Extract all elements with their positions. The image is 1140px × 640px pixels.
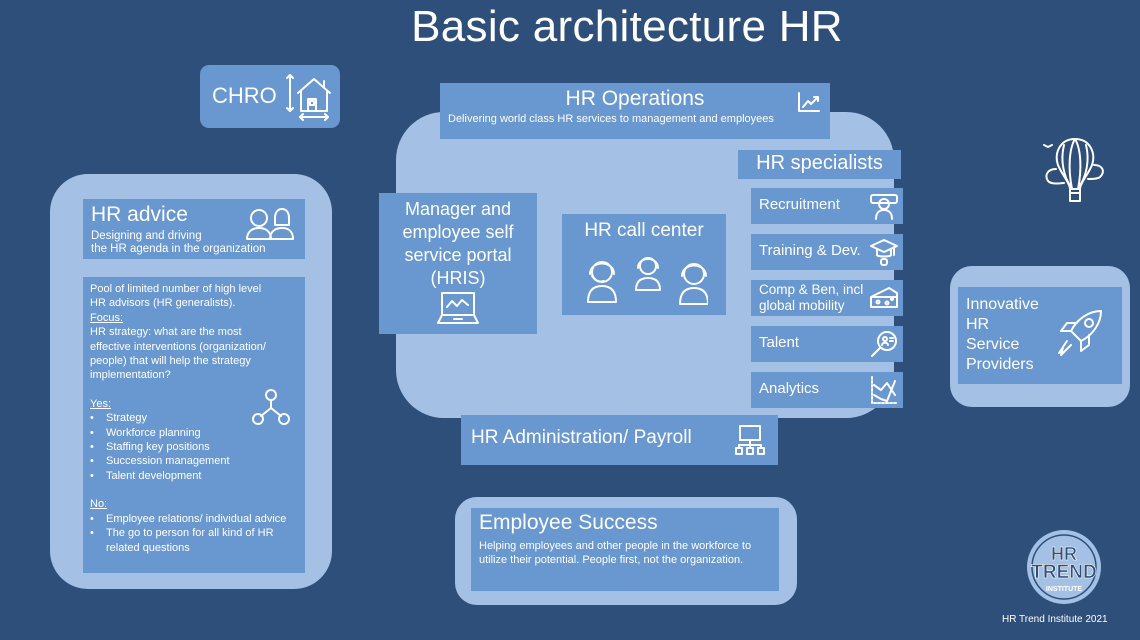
text-line: Pool of limited number of high level [90,283,262,295]
hr-operations-title: HR Operations [565,87,705,110]
magnifier-profile-icon [869,329,899,359]
list-item: The go to person for all kind of HR rela… [90,526,298,555]
text-line: (HRIS) [430,268,486,288]
hot-air-balloon-icon [1040,135,1110,205]
specialist-training: Training & Dev. [751,234,903,270]
chro-label: CHRO [212,83,277,108]
list-item: Talent development [90,469,298,484]
list-item: Strategy [90,411,298,426]
yes-label: Yes: [90,397,112,410]
svg-text:INSTITUTE: INSTITUTE [1046,586,1082,593]
text-line: implementation? [90,369,171,382]
specialist-comp-ben: Comp & Ben, incl global mobility [751,280,903,316]
employee-success-title: Employee Success [479,511,658,534]
subtitle-line: the HR agenda in the organization [91,243,266,255]
list-item: Employee relations/ individual advice [90,512,298,527]
laptop-icon [436,291,480,325]
cheese-icon [869,283,899,313]
specialist-talent: Talent [751,326,903,362]
call-center-title: HR call center [584,220,704,241]
no-label: No: [90,498,108,511]
page-title: Basic architecture HR [411,2,843,51]
candidates-icon [869,191,899,221]
portal-label: Manager and employee self service portal… [379,198,537,290]
network-nodes-icon [251,388,291,428]
specialist-label: Training & Dev. [759,242,861,259]
text-line: employee self [402,222,514,242]
hr-advice-subtitle: Designing and driving the HR agenda in t… [91,230,266,256]
self-service-portal-box: Manager and employee self service portal… [379,193,537,334]
hr-specialists-title: HR specialists [756,152,883,174]
graduation-cap-icon [869,237,899,267]
text-line: effective interventions (organization/ [90,340,266,353]
hierarchy-network-icon [735,424,765,456]
line-chart-icon [869,375,899,405]
specialist-recruitment: Recruitment [751,188,903,224]
hr-advice-header: HR advice Designing and driving the HR a… [83,199,305,259]
text-line: Innovative [966,296,1039,313]
employee-success-box: Employee Success Helping employees and o… [471,508,779,591]
hr-administration-box: HR Administration/ Payroll [461,415,778,465]
hr-advice-title: HR advice [91,203,188,226]
specialist-label: Comp & Ben, incl global mobility [759,282,863,314]
text-line: Comp & Ben, incl [759,282,864,297]
specialist-label: Talent [759,334,800,351]
hr-operations-header: HR Operations Delivering world class HR … [440,83,830,139]
hr-advice-body: Pool of limited number of high level HR … [83,277,305,573]
text-line: service portal [404,245,512,265]
text-line: Service [966,336,1020,353]
text-line: global mobility [759,298,845,313]
list-item: Succession management [90,454,298,469]
employee-success-subtitle: Helping employees and other people in th… [479,540,752,566]
text-line: HR strategy: what are the most [90,326,242,339]
headset-agents-icon [582,252,708,306]
text-line: people) that will help the strategy [90,355,251,368]
focus-label: Focus: [90,311,124,324]
chro-box: CHRO [200,65,340,128]
house-dimensions-icon [286,71,334,121]
innovative-providers-box: Innovative HR Service Providers [958,287,1122,384]
hr-trend-institute-logo: HR TREND INSTITUTE [1024,527,1104,612]
list-item: Workforce planning [90,426,298,441]
no-list: Employee relations/ individual advice Th… [90,512,298,555]
text-line: HR advisors (HR generalists). [90,297,236,310]
list-item: Staffing key positions [90,440,298,455]
text-line: Manager and [404,199,512,219]
footer-credit: HR Trend Institute 2021 [1002,614,1108,625]
rocket-icon [1053,307,1105,359]
hr-specialists-header: HR specialists [738,150,901,179]
trend-chart-icon [797,91,821,113]
people-icon [245,207,295,241]
specialist-label: Recruitment [759,196,840,213]
svg-text:TREND: TREND [1031,562,1096,583]
yes-list: Strategy Workforce planning Staffing key… [90,411,298,483]
hr-call-center-box: HR call center [562,214,726,315]
specialist-label: Analytics [759,380,820,397]
text-line: HR [966,316,990,333]
text-line: Providers [966,356,1034,373]
subtitle-line: Designing and driving [91,230,202,242]
hr-operations-subtitle: Delivering world class HR services to ma… [448,113,774,125]
specialist-analytics: Analytics [751,372,903,408]
svg-text:HR: HR [1051,544,1077,564]
innovative-label: Innovative HR Service Providers [966,295,1039,375]
admin-title: HR Administration/ Payroll [471,427,692,448]
